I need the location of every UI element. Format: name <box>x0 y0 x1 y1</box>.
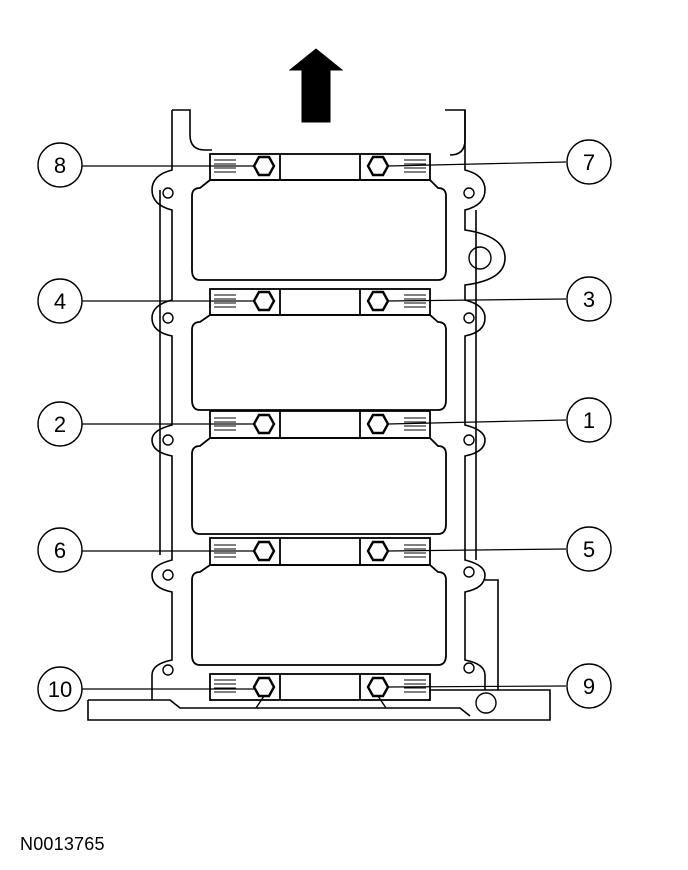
callout-label-5: 5 <box>583 537 595 562</box>
bolt-5-icon <box>366 540 390 562</box>
bolt-1-icon <box>366 413 390 435</box>
bearing-caps <box>209 153 431 701</box>
callout-label-6: 6 <box>54 538 66 563</box>
callout-4-circle <box>37 278 83 324</box>
callout-7-circle <box>566 139 612 185</box>
callout-9-circle <box>566 663 612 709</box>
hex-bolts <box>252 155 390 698</box>
bolt-6-icon <box>252 540 276 562</box>
callout-label-7: 7 <box>583 150 595 175</box>
callouts <box>37 139 612 712</box>
callout-label-2: 2 <box>54 412 66 437</box>
thread-hatches <box>213 159 427 693</box>
callout-label-1: 1 <box>583 408 595 433</box>
callout-label-3: 3 <box>583 287 595 312</box>
callout-2-circle <box>37 401 83 447</box>
arrow-up-icon <box>288 48 344 123</box>
callout-labels: 8 7 4 3 2 1 6 5 10 9 <box>48 150 595 702</box>
callout-1-circle <box>566 397 612 443</box>
block-outline <box>87 109 551 721</box>
bolt-8-icon <box>252 155 276 177</box>
callout-label-8: 8 <box>54 153 66 178</box>
callout-10-circle <box>37 666 83 712</box>
callout-5-circle <box>566 526 612 572</box>
callout-label-4: 4 <box>54 289 66 314</box>
callout-label-10: 10 <box>48 677 72 702</box>
bolt-2-icon <box>252 413 276 435</box>
bolt-10-icon <box>252 676 276 698</box>
callout-6-circle <box>37 527 83 573</box>
bolt-9-icon <box>366 676 390 698</box>
lower-bolt-legs <box>255 695 387 709</box>
side-holes <box>162 187 497 714</box>
callout-8-circle <box>37 142 83 188</box>
bulkhead-windows <box>191 179 447 666</box>
bolt-7-icon <box>366 155 390 177</box>
reference-number: N0013765 <box>20 834 105 854</box>
callout-label-9: 9 <box>583 674 595 699</box>
bolt-3-icon <box>366 290 390 312</box>
callout-3-circle <box>566 276 612 322</box>
bolt-4-icon <box>252 290 276 312</box>
leader-lines <box>82 161 567 690</box>
